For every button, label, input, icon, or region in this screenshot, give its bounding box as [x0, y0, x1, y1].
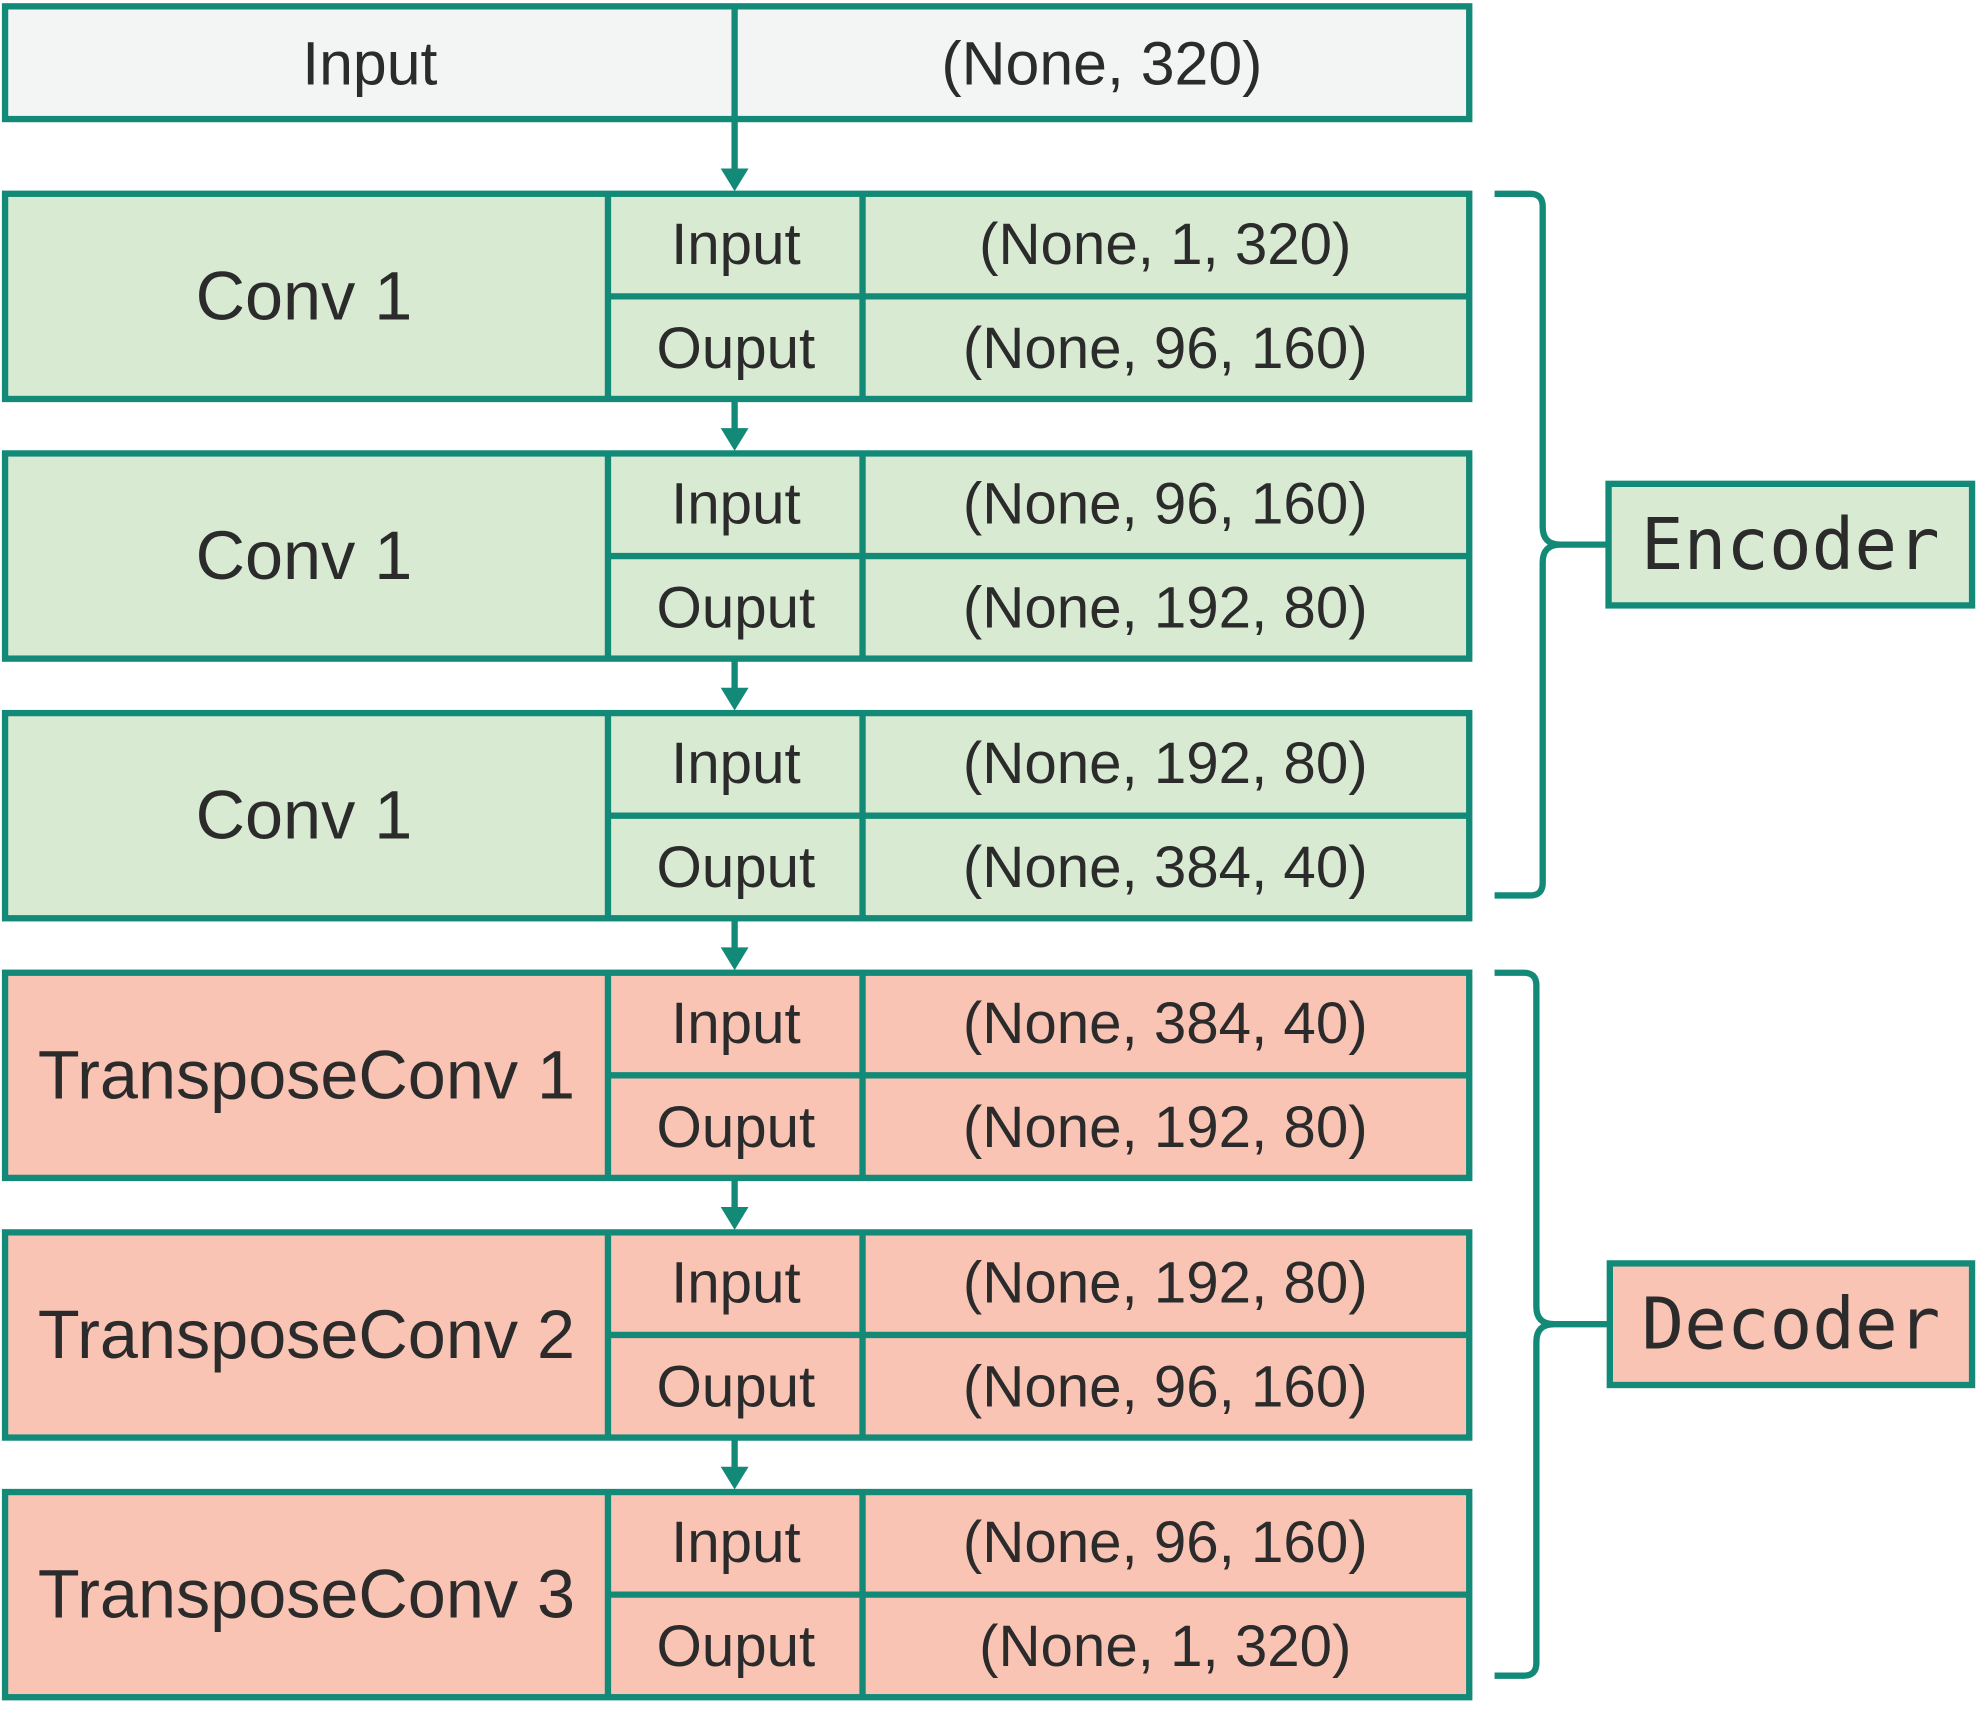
group-label: Decoder	[1642, 1283, 1941, 1366]
layer-name: TransposeConv 3	[38, 1557, 575, 1633]
flow-arrow	[720, 1437, 749, 1490]
input-label: Input	[671, 991, 801, 1056]
arrow-head	[720, 1207, 749, 1230]
output-shape: (None, 96, 160)	[963, 316, 1368, 381]
output-label: Ouput	[657, 575, 816, 640]
layer-name: Conv 1	[196, 518, 413, 594]
arrow-head	[720, 1466, 749, 1490]
input-shape: (None, 192, 80)	[963, 1251, 1368, 1316]
input-label: Input	[671, 212, 801, 277]
flow-arrow	[720, 119, 749, 192]
output-shape: (None, 96, 160)	[963, 1354, 1368, 1419]
input-shape: (None, 96, 160)	[963, 472, 1368, 537]
arrows-group	[720, 119, 749, 1490]
decoder-bracket: Decoder	[1494, 969, 1976, 1679]
output-shape: (None, 1, 320)	[979, 1614, 1351, 1679]
layer-name: TransposeConv 1	[38, 1037, 575, 1113]
arrow-head	[720, 168, 749, 192]
bracket-line	[1494, 969, 1610, 1679]
input-shape: (None, 384, 40)	[963, 991, 1368, 1056]
layer-name: TransposeConv 2	[38, 1297, 575, 1373]
input-label: Input	[671, 731, 801, 796]
flow-arrow	[720, 1177, 749, 1230]
group-label: Encoder	[1641, 503, 1940, 586]
flow-arrow	[720, 398, 749, 451]
bracket-line	[1494, 190, 1609, 899]
input-label: Input	[671, 1251, 801, 1316]
encoder-bracket: Encoder	[1494, 190, 1976, 899]
flow-arrow	[720, 918, 749, 971]
flow-arrow	[720, 658, 749, 711]
input-shape: (None, 96, 160)	[963, 1510, 1368, 1575]
arrow-head	[720, 687, 749, 711]
group-label-box	[1605, 480, 1976, 609]
output-label: Ouput	[657, 835, 816, 900]
arrow-head	[720, 428, 749, 451]
output-label: Ouput	[657, 1095, 816, 1160]
layer-name: Conv 1	[196, 778, 413, 854]
arrow-head	[720, 947, 749, 971]
output-label: Ouput	[657, 1354, 816, 1419]
input-label: Input	[671, 1510, 801, 1575]
output-shape: (None, 384, 40)	[963, 835, 1368, 900]
output-shape: (None, 192, 80)	[963, 1095, 1368, 1160]
input-shape: (None, 1, 320)	[979, 212, 1351, 277]
group-label-box	[1606, 1260, 1976, 1389]
output-label: Ouput	[657, 1614, 816, 1679]
input-label: Input	[302, 29, 437, 97]
output-shape: (None, 192, 80)	[963, 575, 1368, 640]
layer-name: Conv 1	[196, 258, 413, 334]
input-label: Input	[671, 472, 801, 537]
input-shape: (None, 192, 80)	[963, 731, 1368, 796]
input-shape: (None, 320)	[941, 29, 1262, 97]
output-label: Ouput	[657, 316, 816, 381]
